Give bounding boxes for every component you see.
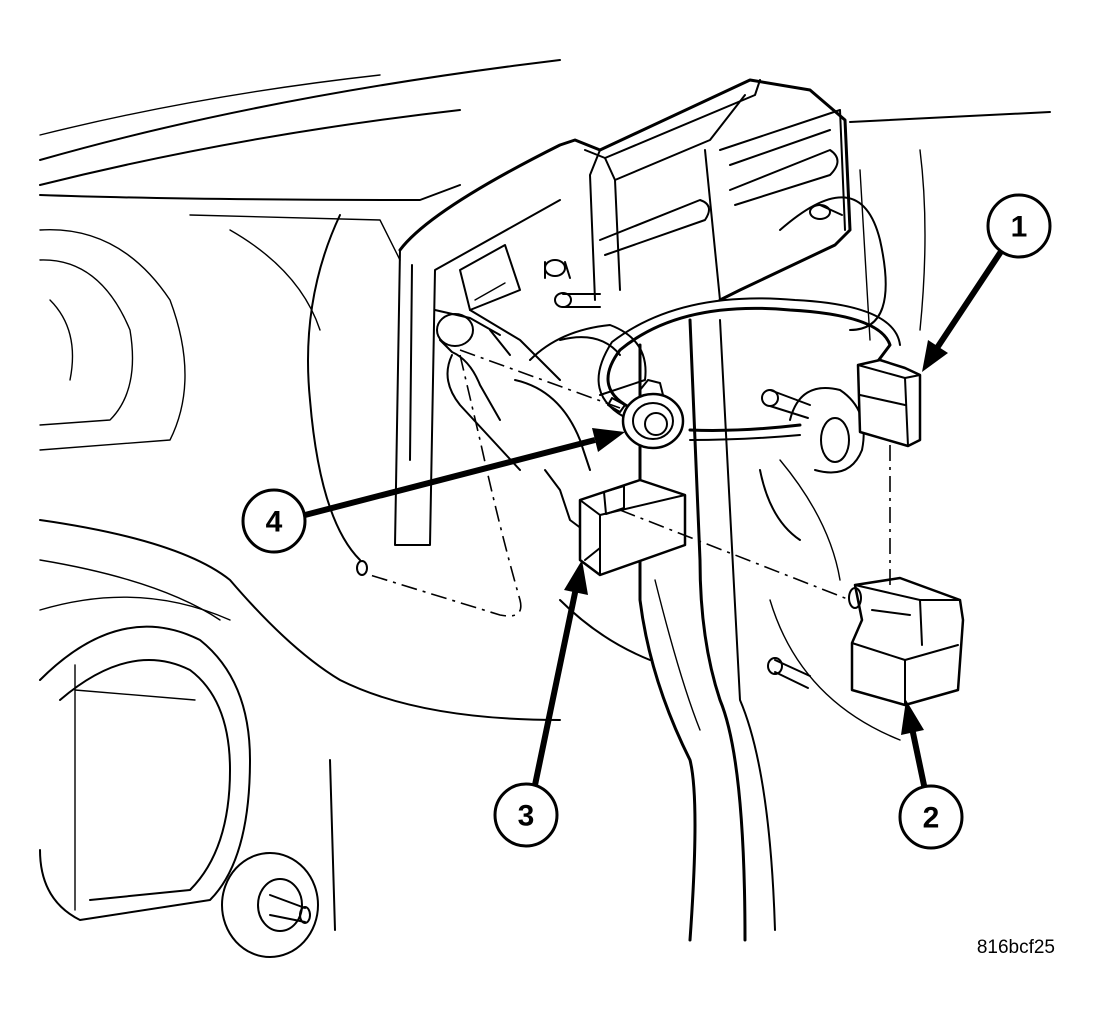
figure-id: 816bcf25 <box>976 937 1055 958</box>
callout-4: 4 <box>241 488 307 554</box>
pedal-bracket <box>394 78 852 689</box>
dash-panel-structure <box>39 59 1051 741</box>
callout-arrows <box>304 248 1005 791</box>
clutch-pedal-arm <box>638 318 776 942</box>
callout-3-label: 3 <box>518 800 535 833</box>
callout-3: 3 <box>493 782 559 848</box>
callout-2: 2 <box>898 784 964 850</box>
pedal-pivot-boss <box>759 387 865 541</box>
pedal-pivot-sleeve <box>514 324 647 471</box>
harness-connector <box>856 358 922 448</box>
callout-1: 1 <box>986 193 1052 259</box>
clutch-switch-body <box>578 478 687 577</box>
alignment-lines <box>356 349 891 617</box>
pushrod-pin <box>434 309 561 471</box>
hvac-duct-opening <box>39 596 336 931</box>
wire-retainer-clip <box>607 379 685 450</box>
switch-connector <box>848 576 965 707</box>
callout-4-label: 4 <box>266 506 283 539</box>
mounting-stud-lower-left <box>221 852 319 958</box>
wiring-harness <box>597 297 901 441</box>
callout-1-label: 1 <box>1011 211 1028 244</box>
callout-2-label: 2 <box>923 802 940 835</box>
